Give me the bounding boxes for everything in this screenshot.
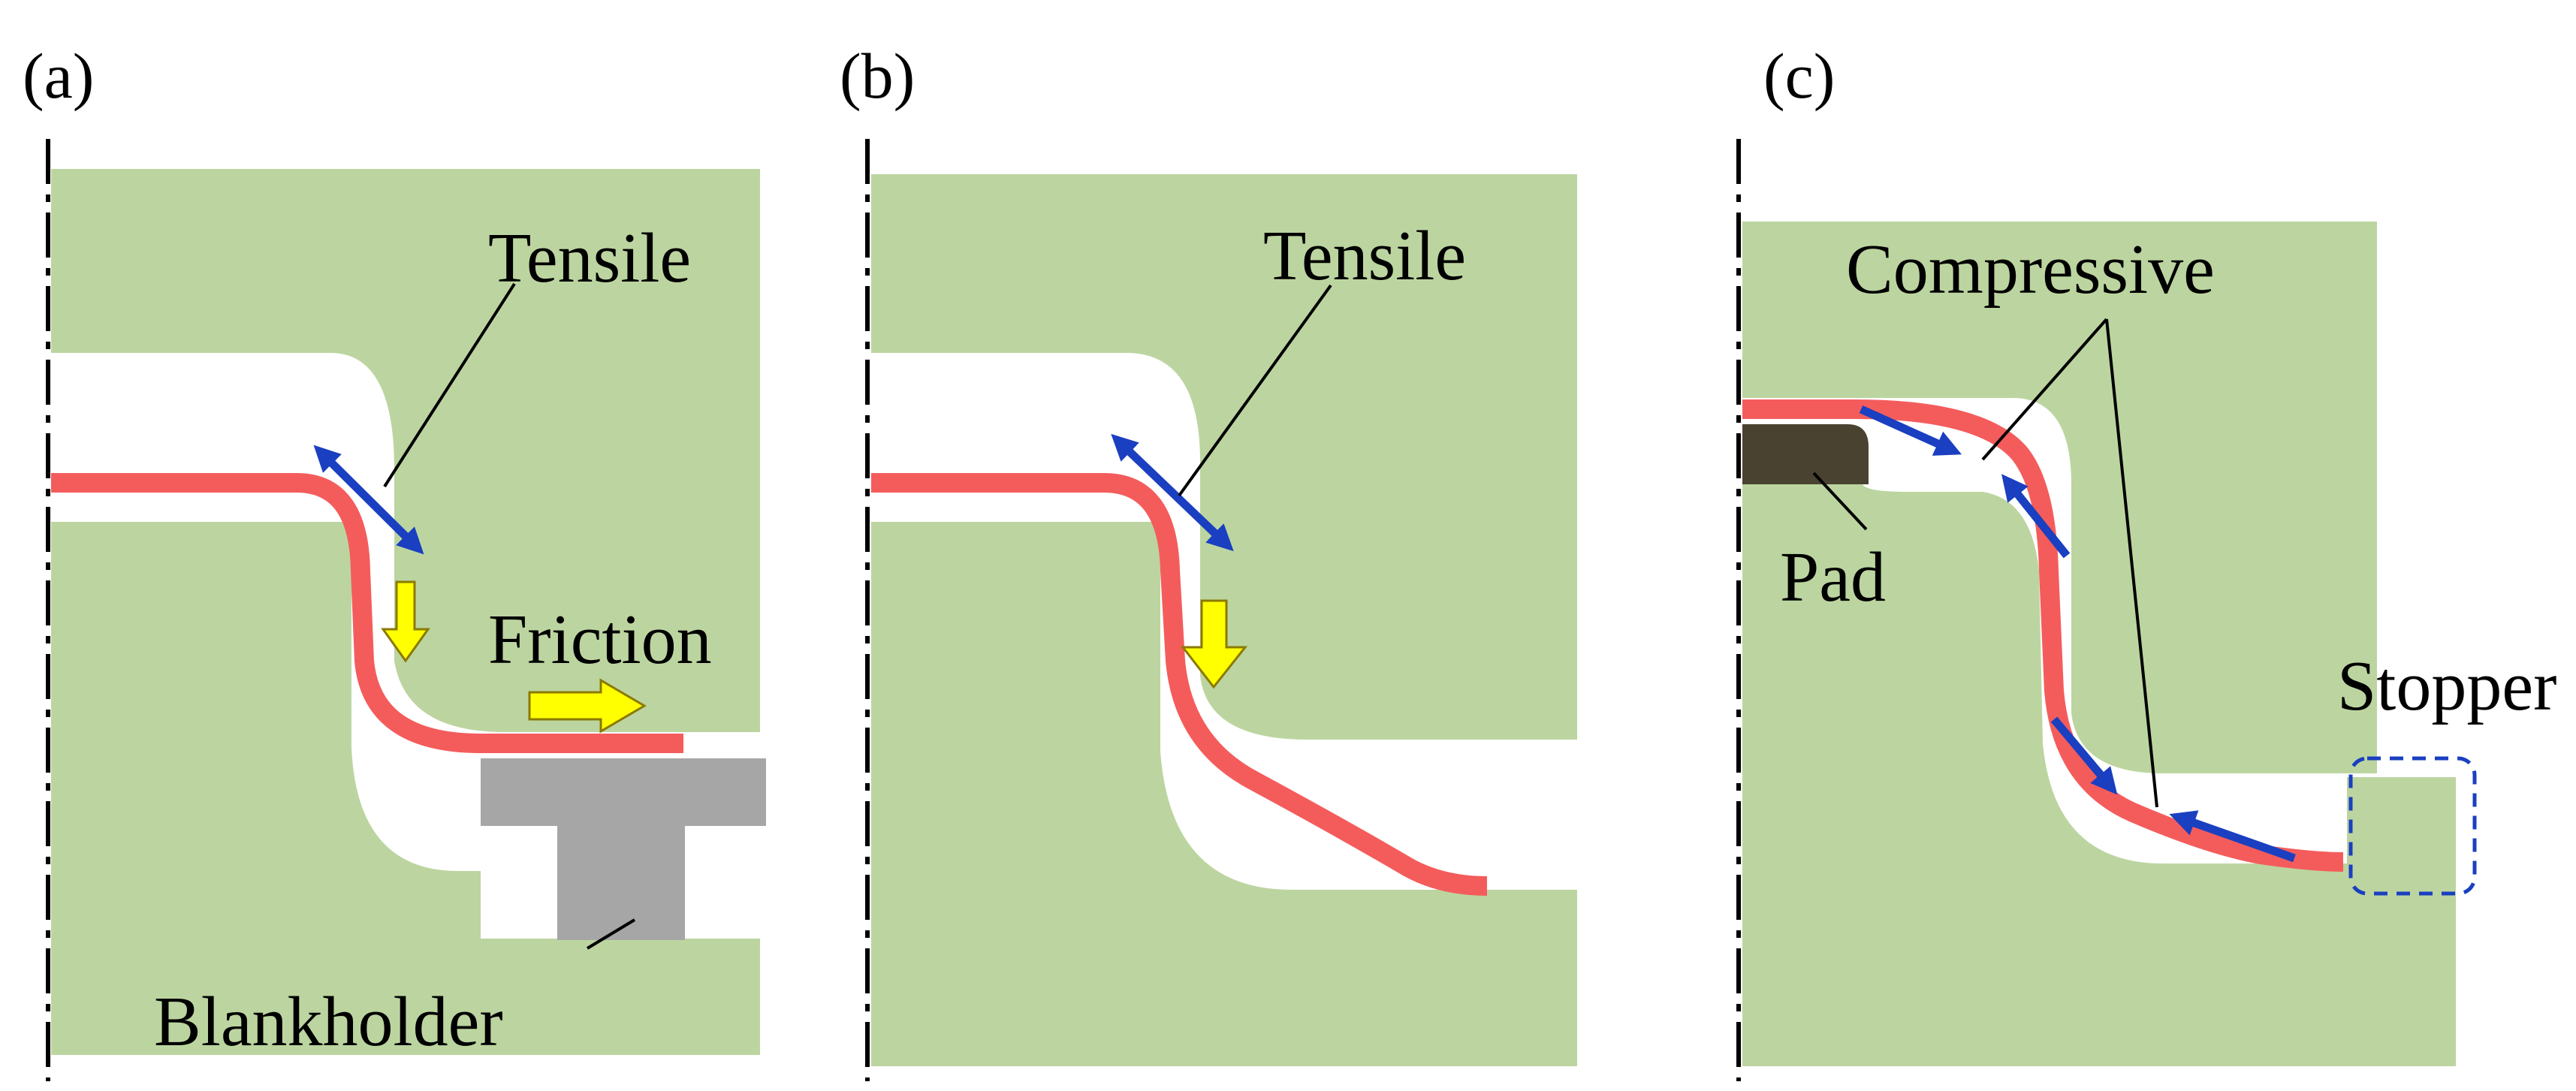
panel-b-lower-die <box>871 522 1577 1066</box>
panel-a-tensile-leader <box>383 282 516 488</box>
panel-b-tensile-label: Tensile <box>1263 217 1466 295</box>
friction-label: Friction <box>488 601 712 679</box>
downward-motion-arrow <box>1180 599 1248 689</box>
stopper-label: Stopper <box>2337 647 2556 725</box>
panel-c: (c) Compressive Pad Stopper <box>1736 40 2556 1081</box>
panel-a-label: (a) <box>23 40 94 112</box>
panel-c-sheet <box>1742 399 2344 872</box>
converging-stress-arrow-1 <box>1859 405 1962 456</box>
double-headed-stress-arrow <box>313 445 424 555</box>
pad-label: Pad <box>1780 538 1886 616</box>
panel-b-tensile-leader <box>1178 284 1332 497</box>
blankholder-leader <box>586 918 636 950</box>
blankholder-shape <box>481 758 766 940</box>
converging-stress-arrow-3 <box>2050 716 2118 795</box>
panel-c-label: (c) <box>1763 40 1835 112</box>
pad-leader <box>1812 472 1868 531</box>
converging-stress-arrow-2 <box>2001 474 2071 559</box>
panel-a-lower-die <box>51 522 760 1055</box>
compressive-leader-2 <box>2105 318 2158 808</box>
panel-b-label: (b) <box>840 40 915 112</box>
panel-b: (b) Tensile <box>840 40 1577 1081</box>
pad-shape <box>1742 424 1869 484</box>
panel-a-tensile-label: Tensile <box>488 219 691 297</box>
panel-a: (a) Tensile Friction Blankholder <box>23 40 766 1081</box>
compressive-label: Compressive <box>1846 231 2215 309</box>
panel-c-lower-die <box>1742 484 2456 1066</box>
stopper-dashed-box <box>2348 756 2477 896</box>
panel-c-upper-punch <box>1742 222 2377 773</box>
compressive-leader-1 <box>1981 318 2108 461</box>
blankholder-label: Blankholder <box>154 983 503 1061</box>
double-headed-stress-arrow <box>1111 433 1234 552</box>
converging-stress-arrow-4 <box>2169 810 2296 863</box>
rightward-friction-arrow <box>528 678 647 734</box>
downward-motion-arrow <box>381 580 430 663</box>
